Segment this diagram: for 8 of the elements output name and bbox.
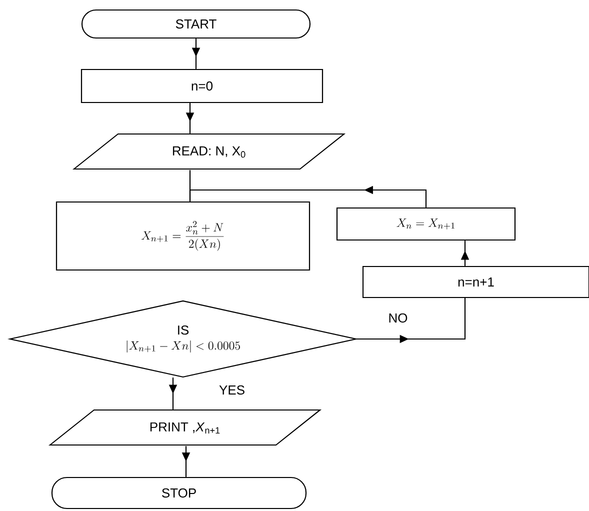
start-terminal: START <box>81 9 311 39</box>
process-box: $X_{n+1} = \frac{x_n^2 + N}{2(Xn)}$ <box>56 201 310 271</box>
stop-terminal: STOP <box>51 476 307 510</box>
process-box: n=0 <box>80 68 324 104</box>
edge-label: NO <box>387 312 409 324</box>
process-box: $X_{n} = X_{n+1}$ <box>336 207 516 241</box>
edge-label: YES <box>218 384 246 396</box>
process-box: n=n+1 <box>362 266 589 298</box>
